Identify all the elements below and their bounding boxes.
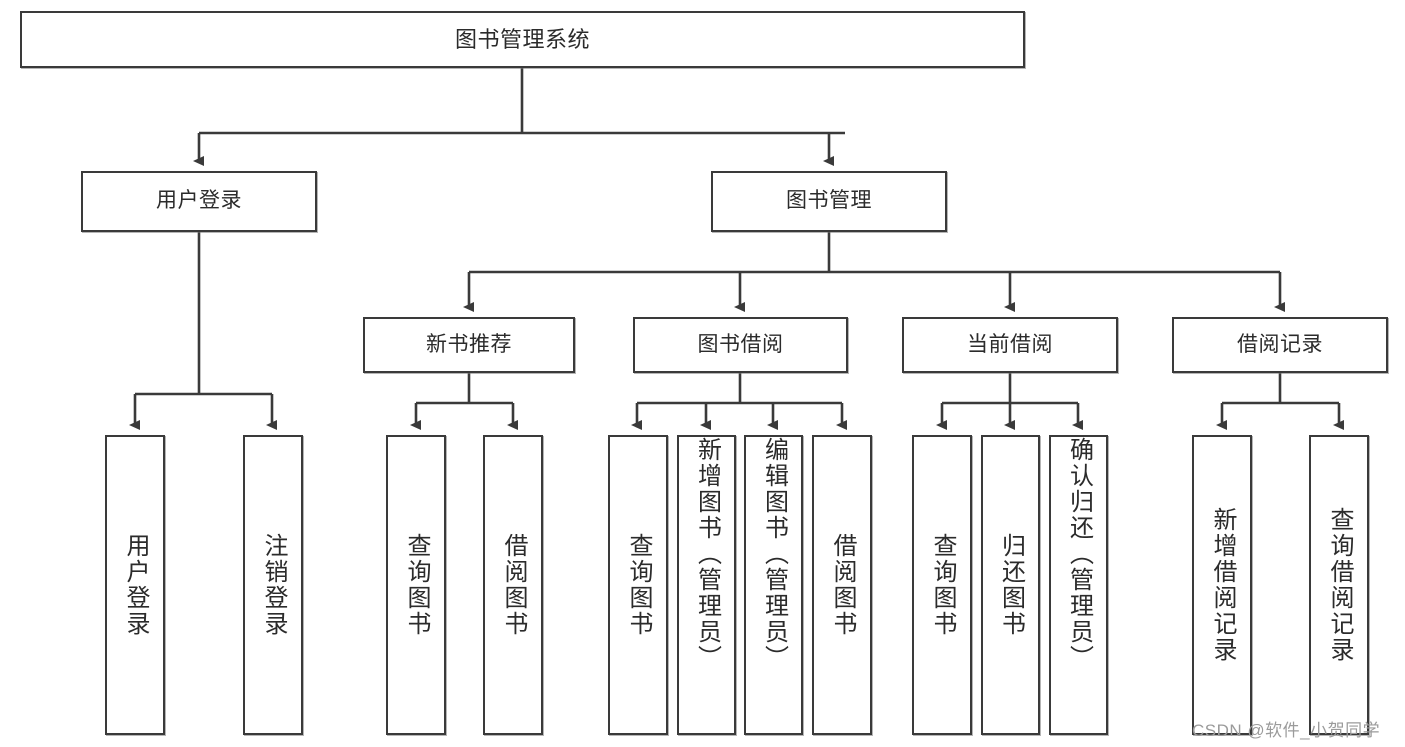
leaf-bb-query-book[interactable]: 查询图书 [608,435,668,735]
leaf-cb-return-book[interactable]: 归还图书 [981,435,1040,735]
node-new-book-recommend[interactable]: 新书推荐 [363,317,575,373]
leaf-cb-query-book[interactable]: 查询图书 [912,435,972,735]
leaf-logout[interactable]: 注销登录 [243,435,303,735]
leaf-user-login[interactable]: 用户登录 [105,435,165,735]
leaf-logout-label: 注销登录 [260,533,287,637]
node-current-borrow-label: 当前借阅 [967,332,1053,356]
leaf-br-add-record-label: 新增借阅记录 [1209,507,1236,663]
leaf-user-login-label: 用户登录 [122,533,149,637]
leaf-bb-borrow-book[interactable]: 借阅图书 [812,435,872,735]
node-book-borrow[interactable]: 图书借阅 [633,317,848,373]
leaf-nb-query-book[interactable]: 查询图书 [386,435,446,735]
node-book-management[interactable]: 图书管理 [711,171,947,232]
leaf-bb-edit-book-admin[interactable]: 编辑图书（管理员） [744,435,803,735]
node-new-book-recommend-label: 新书推荐 [426,332,512,356]
leaf-br-query-record-label: 查询借阅记录 [1326,507,1353,663]
leaf-cb-return-book-label: 归还图书 [997,533,1025,637]
leaf-bb-add-book-admin[interactable]: 新增图书（管理员） [677,435,736,735]
leaf-br-add-record[interactable]: 新增借阅记录 [1192,435,1252,735]
node-user-login[interactable]: 用户登录 [81,171,317,232]
leaf-cb-confirm-return-admin[interactable]: 确认归还（管理员） [1049,435,1108,735]
leaf-nb-query-book-label: 查询图书 [403,533,430,637]
leaf-cb-query-book-label: 查询图书 [929,533,956,637]
node-user-login-label: 用户登录 [156,189,242,213]
leaf-bb-query-book-label: 查询图书 [625,533,652,637]
leaf-br-query-record[interactable]: 查询借阅记录 [1309,435,1369,735]
csdn-watermark: CSDN @软件_小贺同学 [1192,721,1381,740]
node-borrow-record-label: 借阅记录 [1237,332,1323,356]
node-current-borrow[interactable]: 当前借阅 [902,317,1118,373]
node-borrow-record[interactable]: 借阅记录 [1172,317,1388,373]
node-book-borrow-label: 图书借阅 [697,332,784,356]
leaf-nb-borrow-book[interactable]: 借阅图书 [483,435,543,735]
leaf-bb-borrow-book-label: 借阅图书 [829,533,856,637]
leaf-nb-borrow-book-label: 借阅图书 [500,533,527,637]
leaf-cb-confirm-return-admin-label: 确认归还（管理员） [1065,437,1093,671]
leaf-bb-edit-book-admin-label: 编辑图书（管理员） [760,437,788,671]
node-book-management-label: 图书管理 [786,189,872,213]
node-root[interactable]: 图书管理系统 [20,11,1025,68]
leaf-bb-add-book-admin-label: 新增图书（管理员） [693,437,721,671]
node-root-label: 图书管理系统 [454,26,590,52]
